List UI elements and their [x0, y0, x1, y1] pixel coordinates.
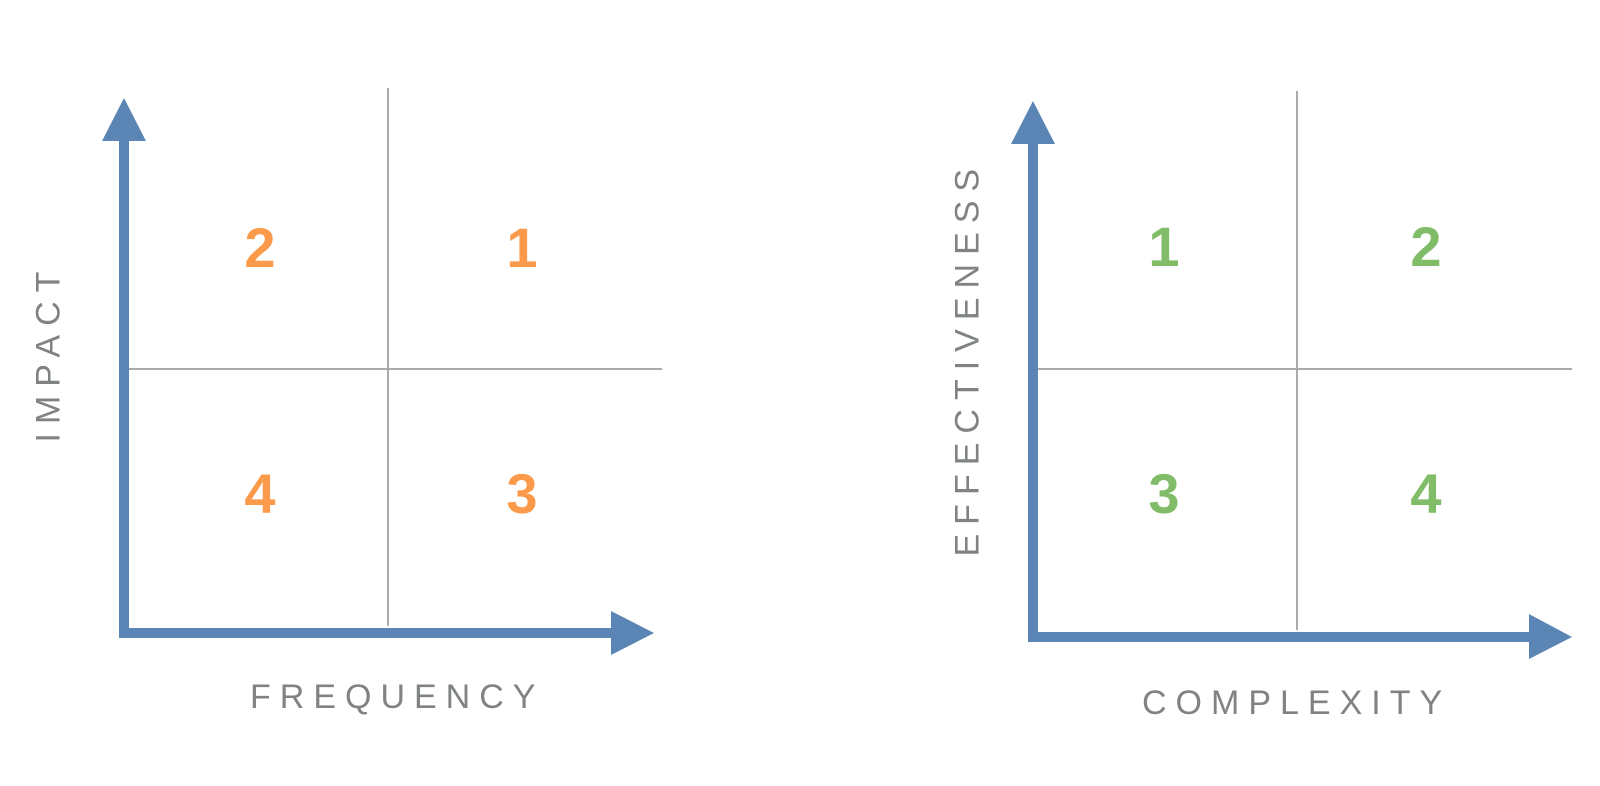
arrow-up-icon [102, 98, 146, 141]
right-quadrant-top-left: 1 [1148, 215, 1180, 278]
right-x-axis-label: COMPLEXITY [1142, 684, 1452, 722]
right-y-axis-line [1028, 141, 1038, 642]
left-quadrant-top-left: 2 [244, 216, 276, 279]
left-x-axis-line [119, 628, 614, 638]
left-y-axis-line [119, 138, 129, 638]
left-quadrant-bottom-left: 4 [244, 462, 276, 525]
right-y-axis-label: EFFECTIVENESS [948, 159, 987, 557]
arrow-up-icon [1011, 101, 1055, 144]
right-quadrant-bottom-left: 3 [1148, 462, 1180, 525]
left-x-axis-label: FREQUENCY [250, 678, 545, 716]
right-x-axis-line [1028, 632, 1533, 642]
right-quadrant-top-right: 2 [1410, 215, 1442, 278]
arrow-right-icon [1529, 614, 1572, 659]
left-quadrant-top-right: 1 [506, 216, 538, 279]
arrow-right-icon [611, 611, 654, 655]
left-quadrant-bottom-right: 3 [506, 462, 538, 525]
right-quadrant-bottom-right: 4 [1410, 462, 1442, 525]
